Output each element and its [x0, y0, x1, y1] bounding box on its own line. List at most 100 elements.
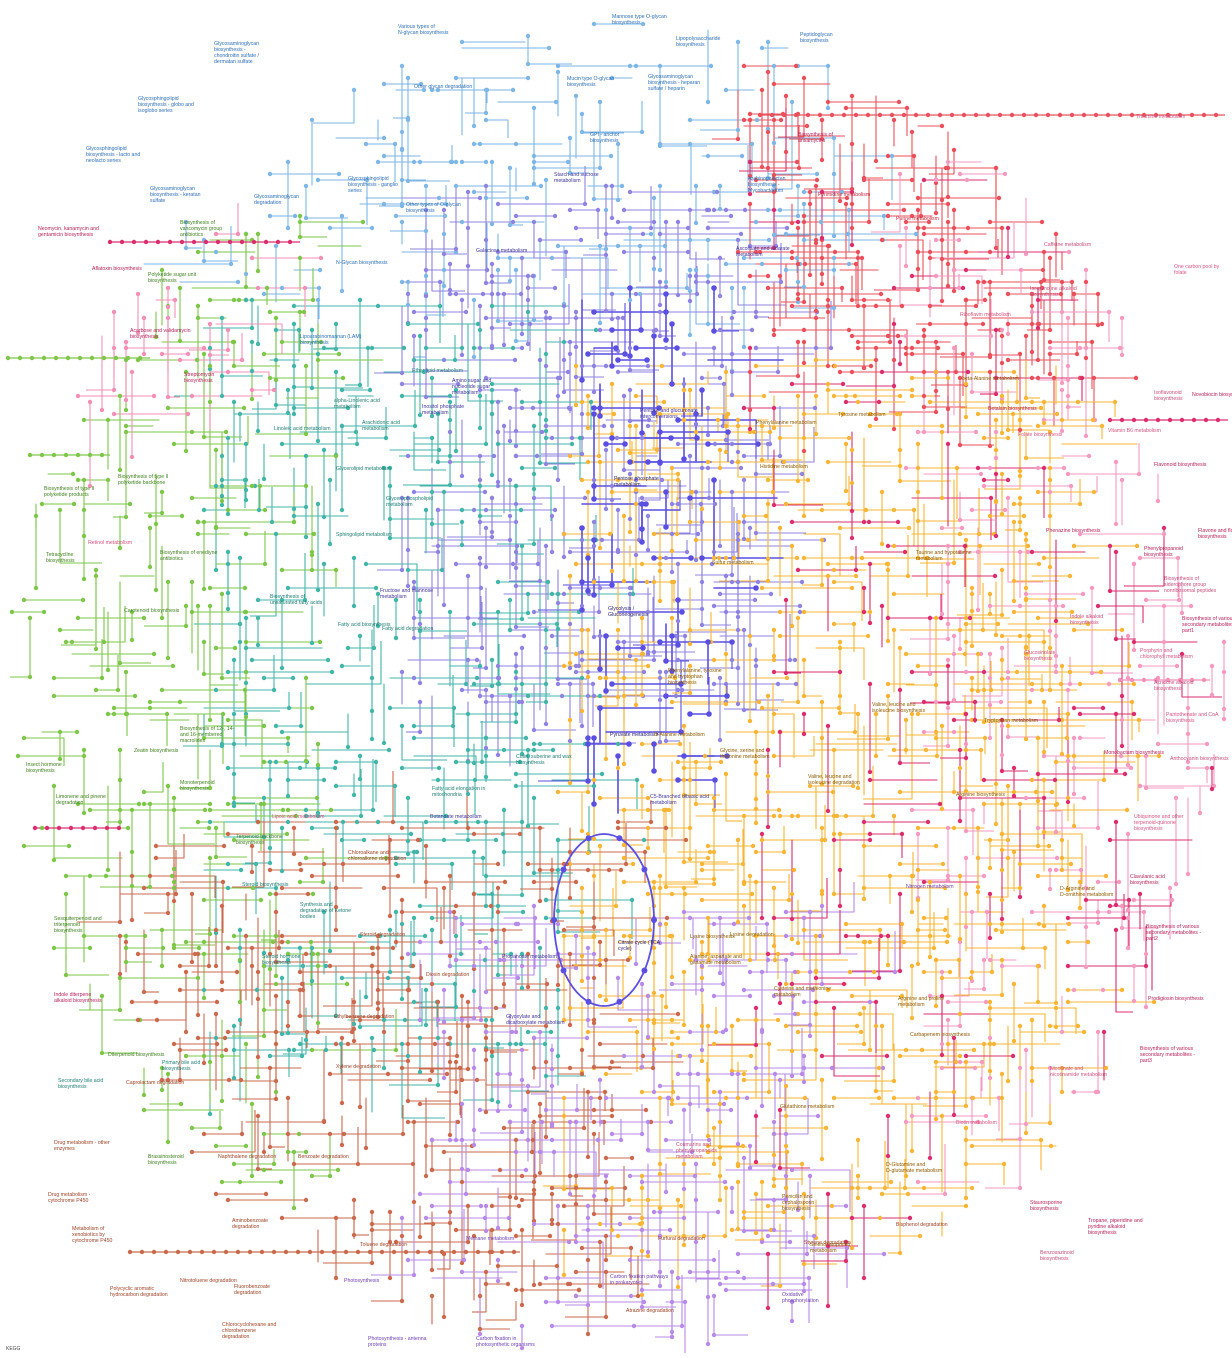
compound-node[interactable] — [595, 207, 601, 213]
compound-node[interactable] — [423, 273, 429, 279]
compound-node[interactable] — [471, 189, 477, 195]
compound-node[interactable] — [799, 579, 805, 585]
compound-node[interactable] — [831, 171, 837, 177]
compound-node[interactable] — [387, 969, 393, 975]
compound-node[interactable] — [495, 579, 501, 585]
compound-node[interactable] — [243, 615, 249, 621]
compound-node[interactable] — [609, 183, 615, 189]
compound-node[interactable] — [303, 183, 309, 189]
compound-node[interactable] — [673, 693, 679, 699]
compound-node[interactable] — [57, 756, 63, 762]
compound-node[interactable] — [627, 345, 633, 351]
compound-node[interactable] — [279, 1031, 285, 1037]
compound-node[interactable] — [447, 429, 453, 435]
compound-node[interactable] — [789, 99, 795, 105]
compound-node[interactable] — [513, 483, 519, 489]
compound-node[interactable] — [285, 741, 291, 747]
compound-node[interactable] — [573, 225, 579, 231]
compound-node[interactable] — [447, 287, 453, 293]
compound-node[interactable] — [527, 321, 533, 327]
compound-node[interactable] — [443, 813, 449, 819]
compound-node[interactable] — [309, 1047, 315, 1053]
compound-node[interactable] — [459, 345, 465, 351]
compound-node[interactable] — [225, 561, 231, 567]
compound-node[interactable] — [286, 705, 292, 711]
compound-node[interactable] — [507, 513, 513, 519]
compound-node[interactable] — [285, 585, 291, 591]
compound-node[interactable] — [771, 232, 777, 238]
compound-node[interactable] — [165, 579, 171, 585]
compound-node[interactable] — [273, 327, 279, 333]
compound-node[interactable] — [339, 423, 345, 429]
compound-node[interactable] — [429, 413, 435, 419]
compound-node[interactable] — [453, 561, 459, 567]
compound-node[interactable] — [405, 279, 411, 285]
compound-node[interactable] — [285, 939, 291, 945]
compound-node[interactable] — [569, 435, 575, 441]
compound-node[interactable] — [483, 774, 489, 780]
compound-node[interactable] — [411, 723, 417, 729]
compound-node[interactable] — [255, 231, 261, 237]
compound-node[interactable] — [405, 851, 411, 857]
compound-node[interactable] — [741, 627, 747, 633]
compound-node[interactable] — [489, 411, 495, 417]
compound-node[interactable] — [591, 196, 597, 202]
compound-node[interactable] — [531, 153, 537, 159]
compound-node[interactable] — [596, 609, 602, 615]
compound-node[interactable] — [513, 711, 519, 717]
compound-node[interactable] — [573, 344, 579, 350]
compound-node[interactable] — [531, 741, 537, 747]
compound-node[interactable] — [687, 288, 693, 294]
compound-node[interactable] — [255, 428, 261, 434]
compound-node[interactable] — [285, 410, 291, 416]
compound-node[interactable] — [435, 1035, 441, 1041]
compound-node[interactable] — [243, 680, 249, 686]
compound-node[interactable] — [465, 837, 471, 843]
compound-node[interactable] — [411, 357, 417, 363]
compound-node[interactable] — [507, 1041, 513, 1047]
compound-node[interactable] — [339, 507, 345, 513]
compound-node[interactable] — [518, 291, 524, 297]
compound-node[interactable] — [383, 435, 389, 441]
compound-node[interactable] — [231, 1047, 237, 1053]
compound-node[interactable] — [435, 1082, 441, 1088]
compound-node[interactable] — [831, 255, 837, 261]
compound-node[interactable] — [429, 489, 435, 495]
compound-node[interactable] — [627, 516, 633, 522]
compound-node[interactable] — [417, 903, 423, 909]
compound-node[interactable] — [195, 531, 201, 537]
compound-node[interactable] — [525, 591, 531, 597]
compound-node[interactable] — [543, 721, 549, 727]
compound-node[interactable] — [705, 405, 711, 411]
compound-node[interactable] — [675, 219, 681, 225]
compound-node[interactable] — [243, 531, 249, 537]
compound-node[interactable] — [51, 675, 57, 681]
compound-node[interactable] — [482, 957, 488, 963]
compound-node[interactable] — [609, 291, 615, 297]
compound-node[interactable] — [285, 819, 291, 825]
compound-node[interactable] — [63, 639, 69, 645]
compound-node[interactable] — [501, 849, 507, 855]
compound-node[interactable] — [549, 591, 555, 597]
compound-node[interactable] — [495, 675, 501, 681]
compound-node[interactable] — [459, 297, 465, 303]
compound-node[interactable] — [657, 231, 663, 237]
compound-node[interactable] — [351, 792, 357, 798]
compound-node[interactable] — [489, 345, 495, 351]
compound-node[interactable] — [441, 283, 447, 289]
compound-node[interactable] — [405, 453, 411, 459]
compound-node[interactable] — [543, 417, 549, 423]
compound-node[interactable] — [405, 117, 411, 123]
compound-node[interactable] — [699, 375, 705, 381]
compound-node[interactable] — [231, 711, 237, 717]
compound-node[interactable] — [411, 999, 417, 1005]
compound-node[interactable] — [645, 609, 651, 615]
compound-node[interactable] — [699, 622, 705, 628]
compound-node[interactable] — [567, 738, 573, 744]
compound-node[interactable] — [717, 206, 723, 212]
compound-node[interactable] — [620, 315, 626, 321]
compound-node[interactable] — [601, 423, 607, 429]
compound-node[interactable] — [477, 195, 483, 201]
compound-node[interactable] — [543, 309, 549, 315]
compound-node[interactable] — [615, 369, 621, 375]
